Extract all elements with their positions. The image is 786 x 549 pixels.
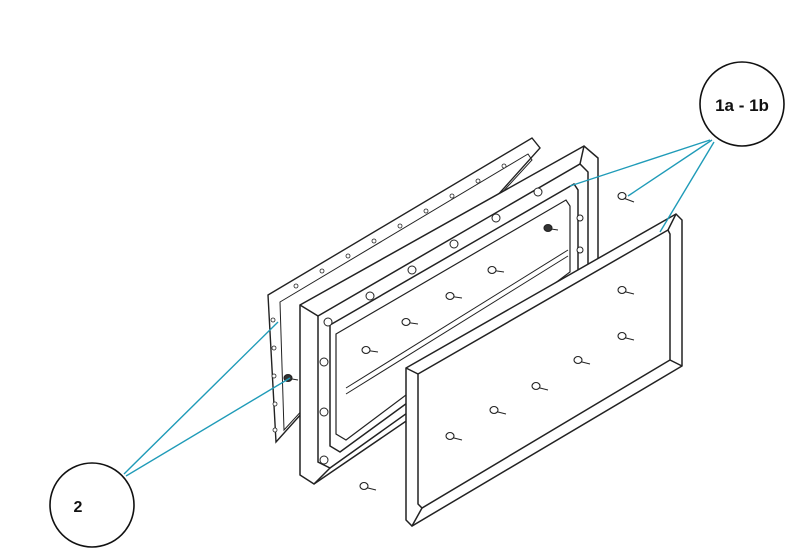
inner-screws — [283, 223, 559, 383]
leader-lines — [123, 139, 715, 477]
leader-1a-screw — [627, 139, 713, 197]
screw — [617, 191, 635, 203]
screw — [543, 223, 559, 233]
leader-1a-flange — [569, 139, 711, 187]
callout-label-2: 2 — [74, 499, 83, 516]
screw — [445, 431, 463, 441]
callout-2: 2 — [49, 462, 135, 548]
screw — [487, 265, 505, 275]
screw — [489, 405, 507, 415]
screw — [573, 355, 591, 365]
screw — [283, 373, 299, 383]
callout-label-1a-1b: 1a - 1b — [715, 96, 769, 115]
flange-holes — [319, 187, 584, 465]
screw — [445, 291, 463, 301]
screw — [359, 481, 377, 491]
front-gasket — [405, 213, 683, 527]
leader-1b-gasket — [659, 141, 715, 233]
screw — [617, 285, 635, 295]
screw — [401, 317, 419, 327]
screw — [617, 331, 635, 341]
leader-2-screw — [125, 377, 291, 477]
callout-1a-1b: 1a - 1b — [699, 61, 785, 147]
gasket-holes — [270, 163, 507, 433]
screw — [531, 381, 549, 391]
leader-2-gasket — [123, 321, 279, 475]
screw — [361, 345, 379, 355]
front-screws — [359, 191, 635, 491]
